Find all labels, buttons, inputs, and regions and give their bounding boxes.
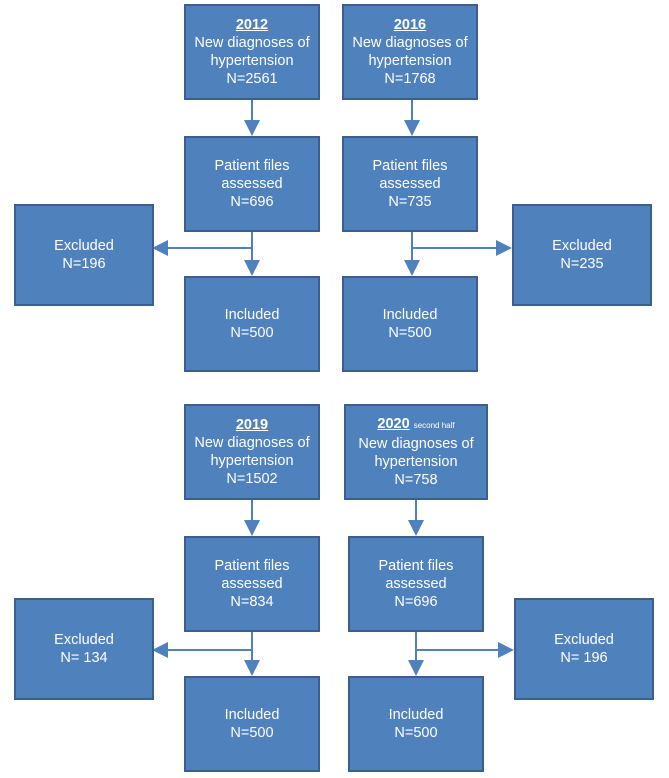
included-label: Included bbox=[224, 707, 280, 723]
assessed-count: N=834 bbox=[230, 594, 274, 610]
diagnosis-count: N=1768 bbox=[384, 71, 436, 87]
assessed-label: assessed bbox=[221, 176, 283, 192]
box-2020-excluded: Excluded N= 196 bbox=[514, 598, 654, 700]
included-count: N=500 bbox=[230, 325, 274, 341]
diagnosis-label: New diagnoses of bbox=[352, 35, 468, 51]
diagnosis-label: New diagnoses of bbox=[194, 35, 310, 51]
box-2019-included: Included N=500 bbox=[184, 676, 320, 772]
assessed-count: N=696 bbox=[230, 194, 274, 210]
assessed-label: Patient files bbox=[372, 158, 448, 174]
included-label: Included bbox=[382, 307, 438, 323]
box-2016-excluded: Excluded N=235 bbox=[512, 204, 652, 306]
excluded-label: Excluded bbox=[554, 632, 614, 648]
year-label: 2012 bbox=[235, 17, 269, 33]
diagnosis-label: hypertension bbox=[374, 454, 458, 470]
diagnosis-count: N=2561 bbox=[226, 71, 278, 87]
box-2012-excluded: Excluded N=196 bbox=[14, 204, 154, 306]
year-label: 2016 bbox=[393, 17, 427, 33]
included-count: N=500 bbox=[394, 725, 438, 741]
assessed-count: N=735 bbox=[388, 194, 432, 210]
excluded-label: Excluded bbox=[552, 238, 612, 254]
excluded-count: N=196 bbox=[62, 256, 106, 272]
year-note: second half bbox=[413, 421, 455, 430]
box-2020-diagnoses: 2020 second half New diagnoses of hypert… bbox=[344, 404, 488, 500]
box-2012-included: Included N=500 bbox=[184, 276, 320, 372]
assessed-label: assessed bbox=[379, 176, 441, 192]
excluded-count: N=235 bbox=[560, 256, 604, 272]
year-label: 2020 bbox=[377, 416, 410, 432]
year-label: 2019 bbox=[235, 417, 269, 433]
excluded-label: Excluded bbox=[54, 632, 114, 648]
diagnosis-label: hypertension bbox=[210, 53, 294, 69]
assessed-label: Patient files bbox=[214, 158, 290, 174]
diagnosis-label: New diagnoses of bbox=[194, 435, 310, 451]
included-count: N=500 bbox=[230, 725, 274, 741]
diagnosis-count: N=1502 bbox=[226, 471, 278, 487]
box-2012-diagnoses: 2012 New diagnoses of hypertension N=256… bbox=[184, 4, 320, 100]
box-2019-assessed: Patient files assessed N=834 bbox=[184, 536, 320, 632]
box-2016-assessed: Patient files assessed N=735 bbox=[342, 136, 478, 232]
assessed-count: N=696 bbox=[394, 594, 438, 610]
excluded-count: N= 196 bbox=[560, 650, 608, 666]
diagnosis-label: New diagnoses of bbox=[358, 436, 474, 452]
excluded-label: Excluded bbox=[54, 238, 114, 254]
box-2012-assessed: Patient files assessed N=696 bbox=[184, 136, 320, 232]
included-count: N=500 bbox=[388, 325, 432, 341]
assessed-label: Patient files bbox=[214, 558, 290, 574]
box-2019-diagnoses: 2019 New diagnoses of hypertension N=150… bbox=[184, 404, 320, 500]
diagnosis-label: hypertension bbox=[368, 53, 452, 69]
excluded-count: N= 134 bbox=[60, 650, 108, 666]
box-2016-included: Included N=500 bbox=[342, 276, 478, 372]
box-2019-excluded: Excluded N= 134 bbox=[14, 598, 154, 700]
box-2016-diagnoses: 2016 New diagnoses of hypertension N=176… bbox=[342, 4, 478, 100]
box-2020-assessed: Patient files assessed N=696 bbox=[348, 536, 484, 632]
assessed-label: assessed bbox=[385, 576, 447, 592]
included-label: Included bbox=[388, 707, 444, 723]
box-2020-included: Included N=500 bbox=[348, 676, 484, 772]
included-label: Included bbox=[224, 307, 280, 323]
assessed-label: assessed bbox=[221, 576, 283, 592]
assessed-label: Patient files bbox=[378, 558, 454, 574]
diagnosis-count: N=758 bbox=[394, 472, 438, 488]
diagnosis-label: hypertension bbox=[210, 453, 294, 469]
